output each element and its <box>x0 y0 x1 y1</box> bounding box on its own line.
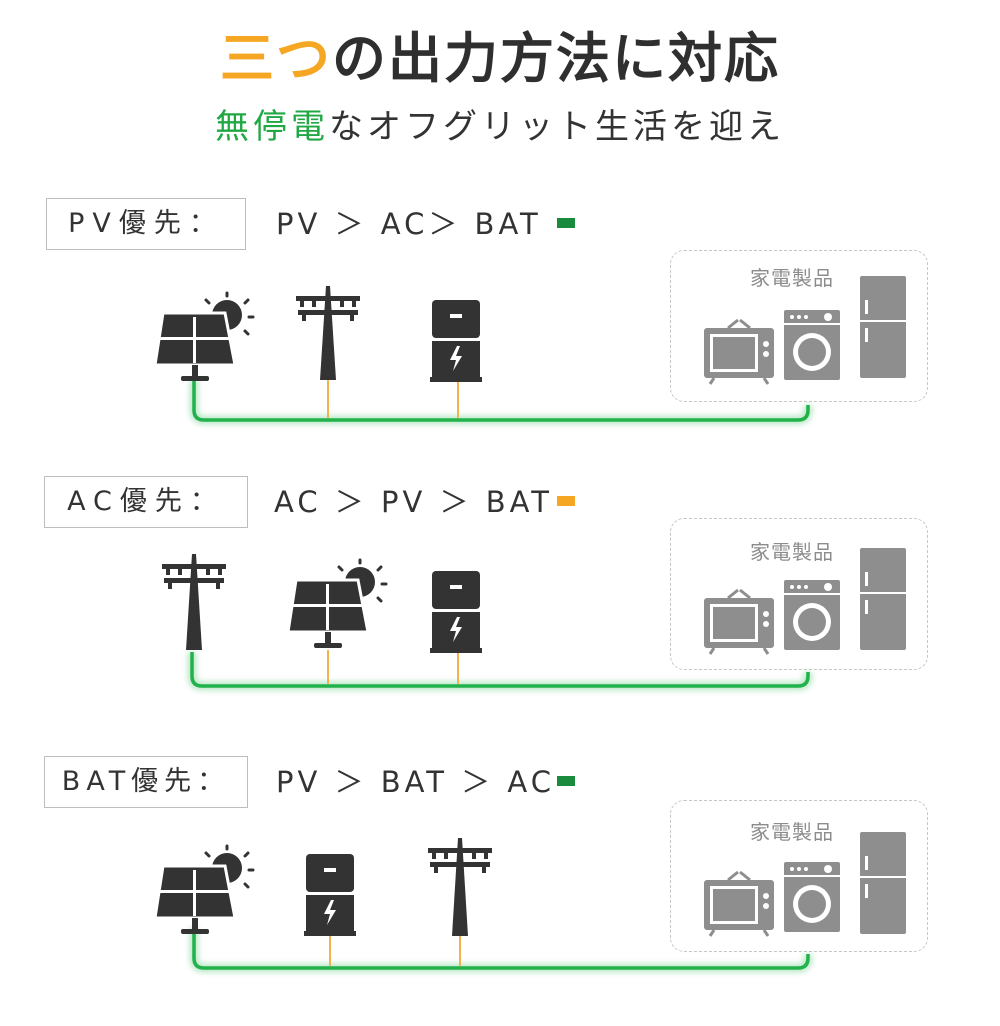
title-main: の出力方法に対応 <box>332 27 780 90</box>
appliances-label: 家電製品 <box>750 820 834 844</box>
tv-icon <box>704 318 774 385</box>
power-wires <box>189 380 813 425</box>
power-pole-icon <box>296 286 360 380</box>
priority-order: AC ＞ PV ＞ BAT <box>274 485 553 519</box>
priority-marker <box>557 496 575 506</box>
battery-icon <box>430 571 482 653</box>
subtitle-accent: 無停電 <box>215 107 329 147</box>
connection-diagram <box>153 832 906 973</box>
refrigerator-icon <box>860 832 906 934</box>
washing-machine-icon <box>784 310 840 380</box>
power-pole-icon <box>162 554 226 650</box>
page-title: 三つの出力方法に対応 <box>0 24 1000 94</box>
tv-icon <box>704 870 774 937</box>
section-ac-priority: AC優先： AC ＞ PV ＞ BAT 家電製品 <box>0 476 1000 746</box>
mode-label: BAT優先： <box>44 756 248 808</box>
connection-diagram <box>153 276 906 425</box>
appliances-box <box>670 518 928 670</box>
power-wires <box>187 650 813 691</box>
section-pv-priority: PV優先： PV ＞ AC＞ BAT 家電製品 <box>0 198 1000 468</box>
tv-icon <box>704 588 774 655</box>
battery-icon <box>304 854 356 936</box>
mode-label: AC優先： <box>44 476 248 528</box>
priority-order: PV ＞ AC＞ BAT <box>276 207 542 241</box>
solar-panel-icon <box>153 291 255 381</box>
section-bat-priority: BAT優先： PV ＞ BAT ＞ AC 家電製品 <box>0 756 1000 1026</box>
connection-diagram <box>162 548 906 691</box>
appliances-box <box>670 250 928 402</box>
refrigerator-icon <box>860 548 906 650</box>
mode-label: PV優先： <box>46 198 246 250</box>
solar-panel-icon <box>286 558 388 648</box>
appliances-box <box>670 800 928 952</box>
page-subtitle: 無停電なオフグリット生活を迎え <box>0 104 1000 150</box>
title-accent: 三つ <box>220 27 332 90</box>
appliances-label: 家電製品 <box>750 266 834 290</box>
power-wires <box>189 928 813 973</box>
battery-icon <box>430 300 482 382</box>
priority-marker <box>557 218 575 228</box>
priority-order: PV ＞ BAT ＞ AC <box>276 765 555 799</box>
power-pole-icon <box>428 838 492 936</box>
priority-marker <box>557 776 575 786</box>
subtitle-main: なオフグリット生活を迎え <box>329 107 785 147</box>
appliances-label: 家電製品 <box>750 540 834 564</box>
washing-machine-icon <box>784 862 840 932</box>
refrigerator-icon <box>860 276 906 378</box>
solar-panel-icon <box>153 844 255 934</box>
washing-machine-icon <box>784 580 840 650</box>
